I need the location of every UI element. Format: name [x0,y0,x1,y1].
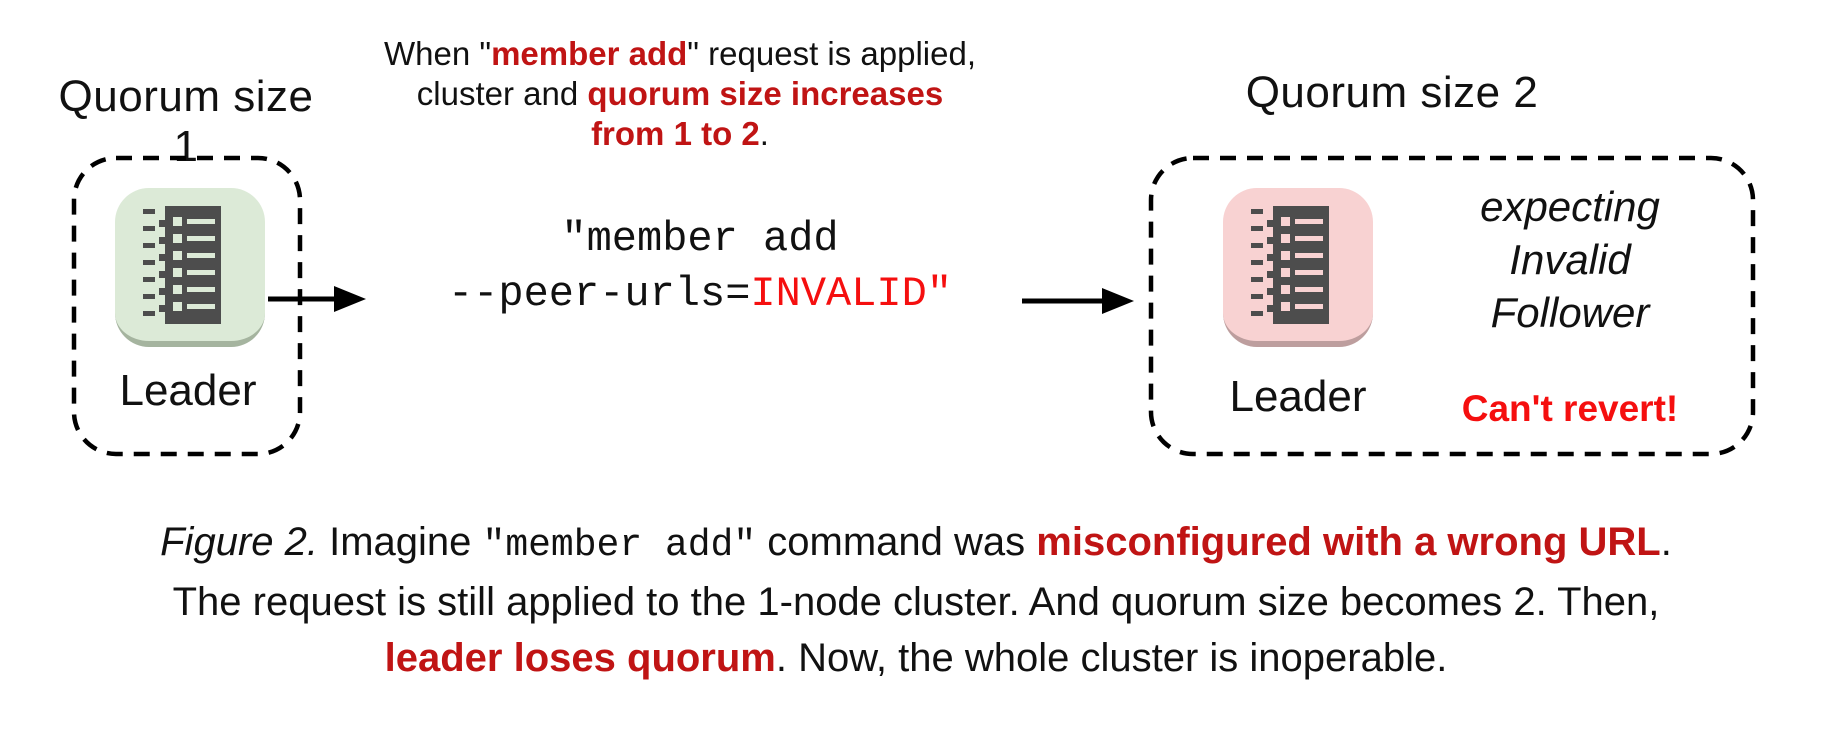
caption-l3-emphasis: leader loses quorum [384,636,776,680]
caption-l1-period: . [1660,520,1672,564]
top-note-l1-post: " request is applied, [687,35,977,72]
command-peer-urls-flag: --peer-urls= [447,270,751,318]
etcd-log-icon [1223,188,1373,347]
right-leader-label: Leader [1229,372,1367,421]
top-annotation: When "member add" request is applied, cl… [330,34,1030,154]
top-annotation-line1: When "member add" request is applied, [330,34,1030,74]
top-note-l1-pre: When " [383,35,492,72]
top-note-l2-emphasis: quorum size increases [587,75,944,112]
expecting-line2: Invalid [1509,236,1631,283]
caption-line3: leader loses quorum. Now, the whole clus… [0,630,1832,686]
arrow-right-icon [1022,288,1134,314]
figure-caption: Figure 2. Imagine "member add" command w… [0,514,1832,686]
figure-label: Figure 2. [160,520,318,564]
caption-l1-code: "member add" [482,524,757,567]
top-note-l2-pre: cluster and [416,75,588,112]
command-line2: --peer-urls=INVALID" [420,267,980,322]
right-cluster-border [1148,155,1756,457]
caption-l1-emphasis: misconfigured with a wrong URL [1036,520,1661,564]
left-cluster-title: Quorum size 1 [58,72,314,171]
top-note-l1-emphasis: member add [491,35,688,72]
top-annotation-line3: from 1 to 2. [330,114,1030,154]
right-cluster-title: Quorum size 2 [1245,68,1539,117]
left-leader-label: Leader [119,366,257,415]
etcd-log-icon [115,188,265,347]
cant-revert-warning: Can't revert! [1461,388,1679,429]
member-add-command: "member add --peer-urls=INVALID" [420,212,980,322]
expecting-invalid-follower-note: expecting Invalid Follower [1415,180,1725,339]
caption-l3-rest: . Now, the whole cluster is inoperable. [775,636,1448,680]
caption-l1-mid: command was [756,520,1037,564]
command-invalid-value: INVALID" [750,270,953,318]
caption-l1-pre: Imagine [317,520,483,564]
expecting-line1: expecting [1480,183,1660,230]
caption-line2: The request is still applied to the 1-no… [172,580,1660,624]
log-glyph [1251,205,1329,324]
log-glyph [143,205,221,324]
top-note-l3-emphasis: from 1 to 2 [591,115,760,152]
top-note-l3-period: . [759,115,769,152]
top-annotation-line2: cluster and quorum size increases [330,74,1030,114]
expecting-line3: Follower [1490,289,1650,336]
command-line1: "member add [561,215,839,263]
caption-line1: Figure 2. Imagine "member add" command w… [0,514,1832,574]
arrow-right-icon [268,286,366,312]
